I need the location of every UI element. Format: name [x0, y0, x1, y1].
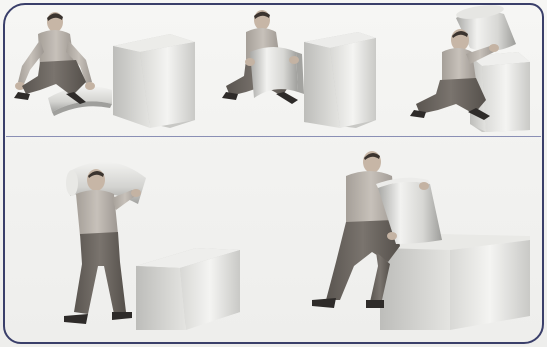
- panel-4: [64, 162, 240, 330]
- person: [64, 162, 146, 324]
- box: [136, 248, 240, 330]
- box: [304, 32, 376, 128]
- box: [113, 34, 195, 128]
- panel-5: [312, 151, 530, 330]
- box: [380, 234, 530, 330]
- person: [222, 10, 304, 104]
- panel-2: [222, 10, 376, 128]
- panel-1: [14, 12, 195, 128]
- panel-3: [410, 3, 530, 132]
